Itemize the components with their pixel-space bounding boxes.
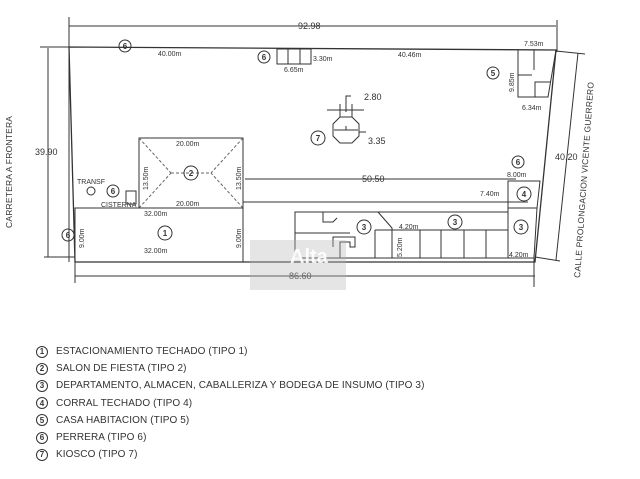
dim-top-right: 40.46m bbox=[398, 52, 422, 59]
perrera-top bbox=[276, 48, 312, 65]
marker-1: 1 bbox=[163, 229, 168, 238]
dim-interior-span: 50.50 bbox=[362, 174, 385, 184]
dim-corral-top: 8.00m bbox=[507, 172, 527, 179]
dim-depto-a: 4.20m bbox=[399, 224, 419, 231]
dim-estac-right: 9.00m bbox=[236, 228, 243, 248]
dim-depto-b: 5.20m bbox=[397, 237, 404, 257]
transformer-icon bbox=[86, 186, 96, 196]
dim-corral-side: 7.40m bbox=[480, 191, 500, 198]
marker-7: 7 bbox=[316, 134, 321, 143]
dim-salon-right: 13.50m bbox=[236, 166, 243, 190]
marker-2: 2 bbox=[189, 169, 194, 178]
departamento-right bbox=[507, 207, 538, 259]
label-transf: TRANSF bbox=[77, 179, 105, 186]
watermark: Alta bbox=[250, 240, 346, 290]
label-cisterna: CISTERNA bbox=[101, 202, 137, 209]
lot-boundary bbox=[68, 46, 557, 263]
dim-casa-side: 9.85m bbox=[509, 72, 516, 92]
marker-3: 3 bbox=[362, 223, 367, 232]
dim-kiosco-a: 2.80 bbox=[364, 92, 382, 102]
dim-perrera-width: 6.65m bbox=[284, 67, 304, 74]
dim-right: 40.20 bbox=[555, 152, 578, 162]
dim-estac-left: 9.00m bbox=[79, 228, 86, 248]
casa-habitacion bbox=[517, 49, 557, 98]
dim-perrera-depth: 3.30m bbox=[313, 56, 333, 63]
dim-top-left: 40.00m bbox=[158, 51, 182, 58]
dim-casa-top: 7.53m bbox=[524, 41, 544, 48]
marker-5: 5 bbox=[491, 69, 496, 78]
marker-6: 6 bbox=[111, 187, 116, 196]
dim-casa-bottom: 6.34m bbox=[522, 105, 542, 112]
marker-6: 6 bbox=[516, 158, 521, 167]
dim-depto-c: 4.20m bbox=[509, 252, 529, 259]
cisterna bbox=[125, 190, 137, 205]
dim-salon-bottom: 20.00m bbox=[176, 201, 200, 208]
road-right: CALLE PROLONGACION VICENTE GUERRERO bbox=[572, 81, 596, 278]
dim-kiosco-b: 3.35 bbox=[368, 136, 386, 146]
dim-salon-top: 20.00m bbox=[176, 141, 200, 148]
marker-3: 3 bbox=[453, 218, 458, 227]
marker-4: 4 bbox=[522, 190, 527, 199]
marker-6: 6 bbox=[262, 53, 267, 62]
marker-3: 3 bbox=[519, 223, 524, 232]
dim-total-top: 92.98 bbox=[298, 21, 321, 31]
dim-bottom: 86.60 bbox=[289, 271, 312, 281]
site-plan: 6 6 5 6 6 6 7 2 1 3 3 3 4 92.98 39.90 40… bbox=[4, 17, 596, 287]
kiosco bbox=[332, 116, 360, 144]
marker-6: 6 bbox=[123, 42, 128, 51]
marker-6: 6 bbox=[66, 231, 71, 240]
estacionamiento-techado bbox=[74, 207, 244, 263]
dim-estac-bottom: 32.00m bbox=[144, 248, 168, 255]
dim-salon-left: 13.50m bbox=[143, 166, 150, 190]
dim-estac-top: 32.00m bbox=[144, 211, 168, 218]
dim-left: 39.90 bbox=[35, 147, 58, 157]
road-left: CARRETERA A FRONTERA bbox=[4, 116, 14, 228]
